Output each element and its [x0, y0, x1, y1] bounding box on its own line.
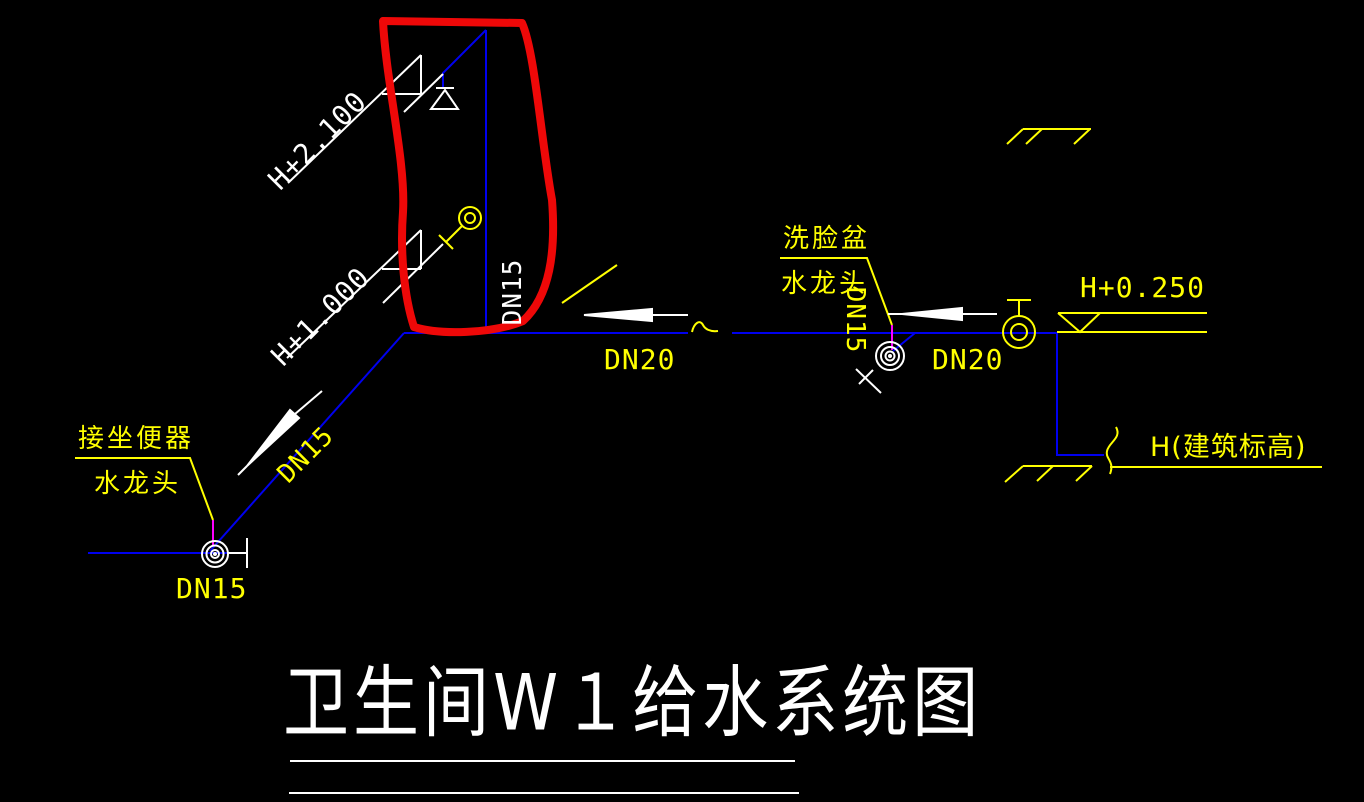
basin-branch-pipe [892, 332, 916, 352]
ground-hatch-bottom-icon [1004, 465, 1093, 483]
riser-dn-label: DN15 [498, 258, 528, 326]
red-highlight-loop [379, 17, 558, 337]
water-meter-icon [1002, 299, 1036, 349]
datum-break-icon [1105, 426, 1119, 475]
flow-arrow-right [888, 306, 997, 322]
main-dn-mid-label: DN20 [604, 343, 676, 376]
flow-arrow-mid [583, 307, 688, 323]
flow-arrow-diagonal [237, 390, 323, 476]
basin-fixture-label-line1: 洗脸盆 [783, 224, 871, 254]
basin-fixture-label-line2: 水龙头 [781, 269, 869, 299]
pipe-break-icon [691, 321, 719, 333]
toilet-faucet-icon [201, 540, 229, 568]
basin-faucet-icon [875, 341, 905, 371]
basin-label-leader [780, 257, 893, 326]
elevation-marker-top [287, 54, 444, 184]
elevation-label-right: H+0.250 [1080, 271, 1206, 304]
toilet-branch-pipe [209, 332, 405, 552]
diagonal-tick [561, 264, 618, 304]
toilet-outlet-dn-label: DN15 [176, 572, 248, 605]
inlet-drop-pipe [1056, 333, 1104, 456]
pipe-cap-icon [228, 538, 248, 568]
toilet-label-leader [75, 457, 214, 521]
ground-hatch-top-icon [1006, 128, 1091, 145]
shower-outlet-icon [429, 87, 460, 110]
flow-arrows [237, 306, 997, 476]
white-details [201, 54, 997, 794]
elevation-marker-right [1057, 312, 1207, 334]
basin-stub-icon [855, 368, 882, 394]
shower-branch-pipe [442, 29, 487, 88]
supply-pipe-network [88, 29, 1104, 554]
datum-label: H(建筑标高) [1150, 432, 1307, 463]
drawing-title: 卫生间W１给水系统图 [283, 657, 983, 749]
yellow-annotations [75, 128, 1322, 521]
toilet-fixture-label-line2: 水龙头 [94, 469, 182, 499]
main-dn-right-label: DN20 [932, 343, 1004, 376]
riser-tap-icon [438, 206, 482, 250]
toilet-fixture-label-line1: 接坐便器 [78, 424, 195, 454]
